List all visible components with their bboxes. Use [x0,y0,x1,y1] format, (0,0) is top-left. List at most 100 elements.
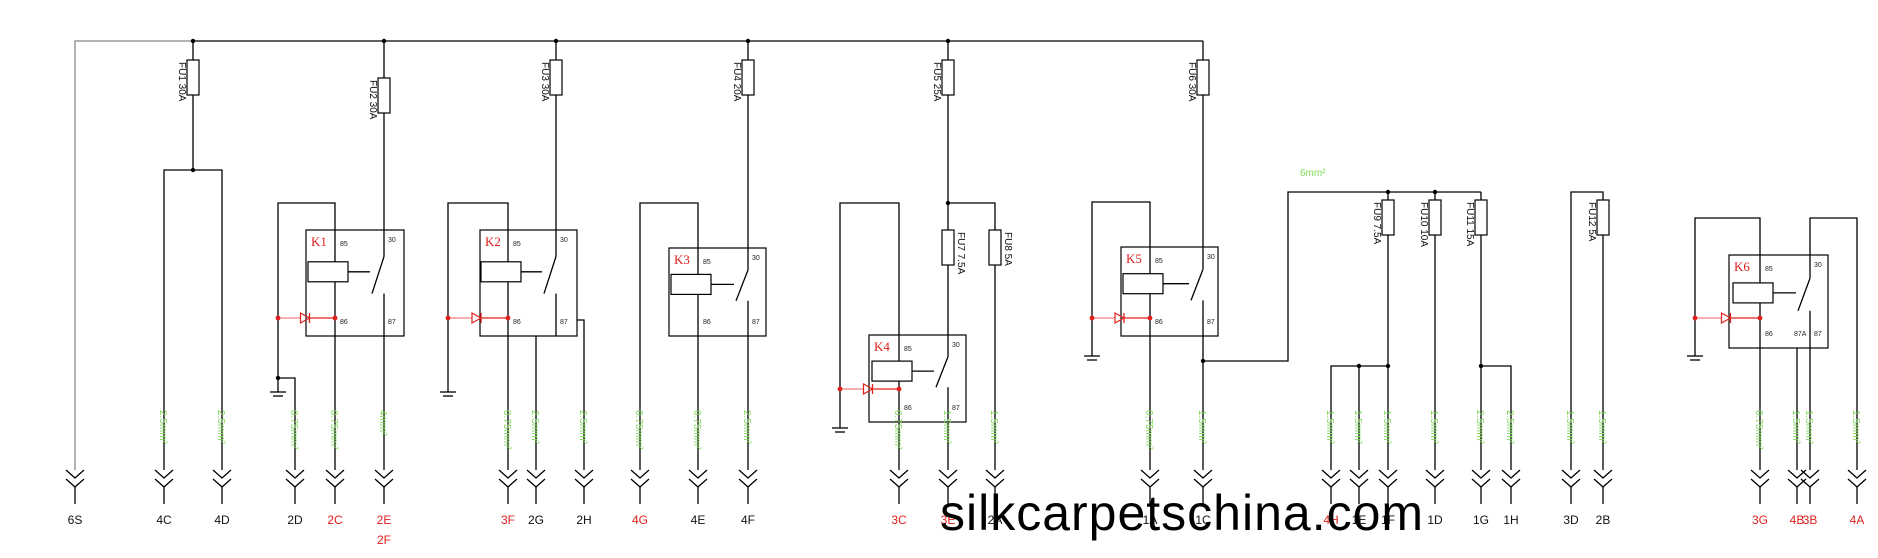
wire-gauge-label: 2.5mm² [741,410,752,445]
wire-gauge-label: 0.75mm² [501,410,512,450]
fuse-fu12: FU12 5A [1586,199,1610,242]
wire-gauge-label: 1.5mm² [988,410,999,445]
wire-gauge-label: 0.75mm² [633,410,644,450]
ground-icon [1084,350,1100,361]
wire-gauge-label: 4mm² [377,410,388,436]
connector-icon [938,469,958,479]
fuse-fu5: FU5 25A [931,59,955,102]
fuse-fu8: FU8 5A [988,229,1013,266]
connector-label: 1F [1381,513,1395,527]
connector-label: 1H [1503,513,1518,527]
ground-icon [270,378,286,397]
relay-coil-icon [307,261,349,283]
relay-pin-label: 30 [388,237,396,244]
connector-label: 3F [501,513,515,527]
connector-icon [212,469,232,479]
fuse-icon [1381,199,1395,236]
connector-label: 2D [287,513,303,527]
connector-icon [985,469,1005,479]
wire-gauge-label: 2.5mm² [215,410,226,445]
connector-label: 3D [1563,513,1579,527]
fuse-label: FU8 5A [1002,232,1013,266]
wire-gauge-label: 0.75mm² [892,410,903,450]
fuse-icon [1428,199,1442,236]
wire-gauge-label: 2.5mm² [1504,410,1515,445]
relay-pin-label: 87 [388,319,396,326]
wire-gauge-label: 0.75mm² [1753,410,1764,450]
connector-label: 1A [1143,513,1158,527]
relay-switch-icon [371,256,385,294]
connector-icon [688,469,708,479]
fuse-label: FU5 25A [931,62,942,102]
diode-icon [1692,311,1763,325]
connector-icon [1800,469,1820,479]
connector-label: 4F [741,513,755,527]
fuse-fu6: FU6 30A [1186,59,1210,102]
fuse-fu11: FU11 15A [1464,199,1488,247]
connector-icon [1501,469,1521,479]
connector-icon [1140,469,1160,479]
fuse-icon [941,59,955,96]
relay-pin-label: 85 [703,259,711,266]
connector-label: 4C [156,513,172,527]
relay-coil-icon [1122,273,1164,295]
fuse-fu2: FU2 30A [367,77,391,120]
wire-gauge-label: 1.5mm² [1324,410,1335,445]
connector-label: 4A [1850,513,1865,527]
fuse-icon [377,77,391,114]
fuse-icon [1474,199,1488,236]
connector-icon [1193,469,1213,479]
wire-gauge-label: 1.5mm² [1428,410,1439,445]
fuse-label: FU4 20A [731,62,742,102]
connector-label: 2H [576,513,591,527]
relay-coil-icon [871,360,913,382]
relay-pin-label: 87 [952,405,960,412]
relay-pin-label: 86 [904,405,912,412]
connector-icon [1593,469,1613,479]
fuse-fu1: FU1 30A [176,59,200,102]
wire-gauge-label: 1.5mm² [1803,410,1814,445]
connector-label: 1G [1473,513,1489,527]
fuse-fu3: FU3 30A [539,59,563,102]
fuse-label: FU12 5A [1586,202,1597,242]
watermark: silkcarpetschina.com [940,485,1425,541]
fuse-label: FU9 7.5A [1371,202,1382,245]
fuse-fu9: FU9 7.5A [1371,199,1395,245]
connector-label: 2G [528,513,544,527]
connector-6s: 6S [65,469,85,527]
relay-pin-label: 85 [1155,258,1163,265]
relay-label: K2 [485,234,501,249]
relay-pin-label: 85 [340,241,348,248]
diode-layer [275,311,1763,396]
wire-gauge-label: 1.5mm² [941,410,952,445]
relay-pin-label: 86 [703,319,711,326]
relay-switch-icon [543,256,557,294]
connector-icon [1471,469,1491,479]
relay-pin-label: 87 [1814,331,1822,338]
connector-label: 6S [68,513,83,527]
ground-icon [832,420,848,433]
relay-label: K4 [874,339,890,354]
connector-icon [65,469,85,479]
connector-label: 2B [1596,513,1611,527]
connector-icon [1787,469,1807,479]
relay-pin-label: 85 [1765,266,1773,273]
connector-icon [498,469,518,479]
connector-icon [1847,469,1867,479]
